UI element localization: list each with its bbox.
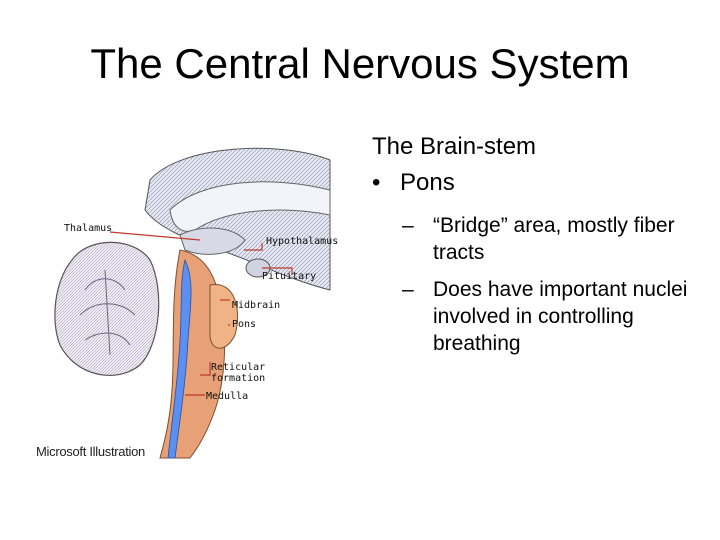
sub-bullet-list: – “Bridge” area, mostly fiber tracts – D… (402, 212, 712, 357)
thalamus-leader (109, 231, 201, 241)
sub-bullet-item: – “Bridge” area, mostly fiber tracts (402, 212, 712, 266)
sub-bullet-text: “Bridge” area, mostly fiber tracts (433, 214, 675, 264)
reticular-leader (200, 362, 211, 376)
bullet-marker: • (372, 169, 381, 196)
content-panel: The Brain-stem • Pons – “Bridge” area, m… (372, 130, 712, 367)
pons-shape (209, 284, 238, 349)
sub-bullet-marker: – (402, 214, 414, 237)
section-heading: The Brain-stem (372, 133, 537, 160)
corpus-callosum-shape (169, 181, 331, 232)
pituitary-leader (262, 267, 293, 275)
label-pituitary: Pituitary (262, 271, 317, 282)
hypothalamus-leader (244, 243, 263, 251)
label-reticular-line1: Reticular (211, 362, 266, 373)
cerebellum-folds (79, 269, 136, 356)
brain-illustration (54, 147, 331, 459)
label-midbrain: Midbrain (232, 300, 281, 311)
label-reticular-formation: Reticular formation (211, 362, 265, 384)
sub-bullet-marker: – (402, 278, 414, 301)
fourth-ventricle-shape (167, 258, 192, 459)
image-credit: Microsoft Illustration (36, 444, 145, 459)
bullet-item: • Pons (372, 164, 712, 202)
bullet-text: Pons (400, 169, 455, 196)
thalamus-shape (179, 227, 246, 255)
brain-diagram: Thalamus Hypothalamus Pituitary Midbrain… (30, 140, 350, 470)
label-thalamus: Thalamus (64, 223, 113, 234)
slide-title: The Central Nervous System (90, 40, 630, 87)
label-hypothalamus: Hypothalamus (266, 236, 339, 247)
sub-bullet-text: Does have important nuclei involved in c… (433, 278, 688, 355)
label-medulla: Medulla (206, 391, 249, 402)
label-pons: Pons (232, 319, 257, 330)
label-reticular-line2: formation (211, 373, 266, 384)
sub-bullet-item: – Does have important nuclei involved in… (402, 276, 712, 357)
brainstem-shape (159, 249, 226, 459)
